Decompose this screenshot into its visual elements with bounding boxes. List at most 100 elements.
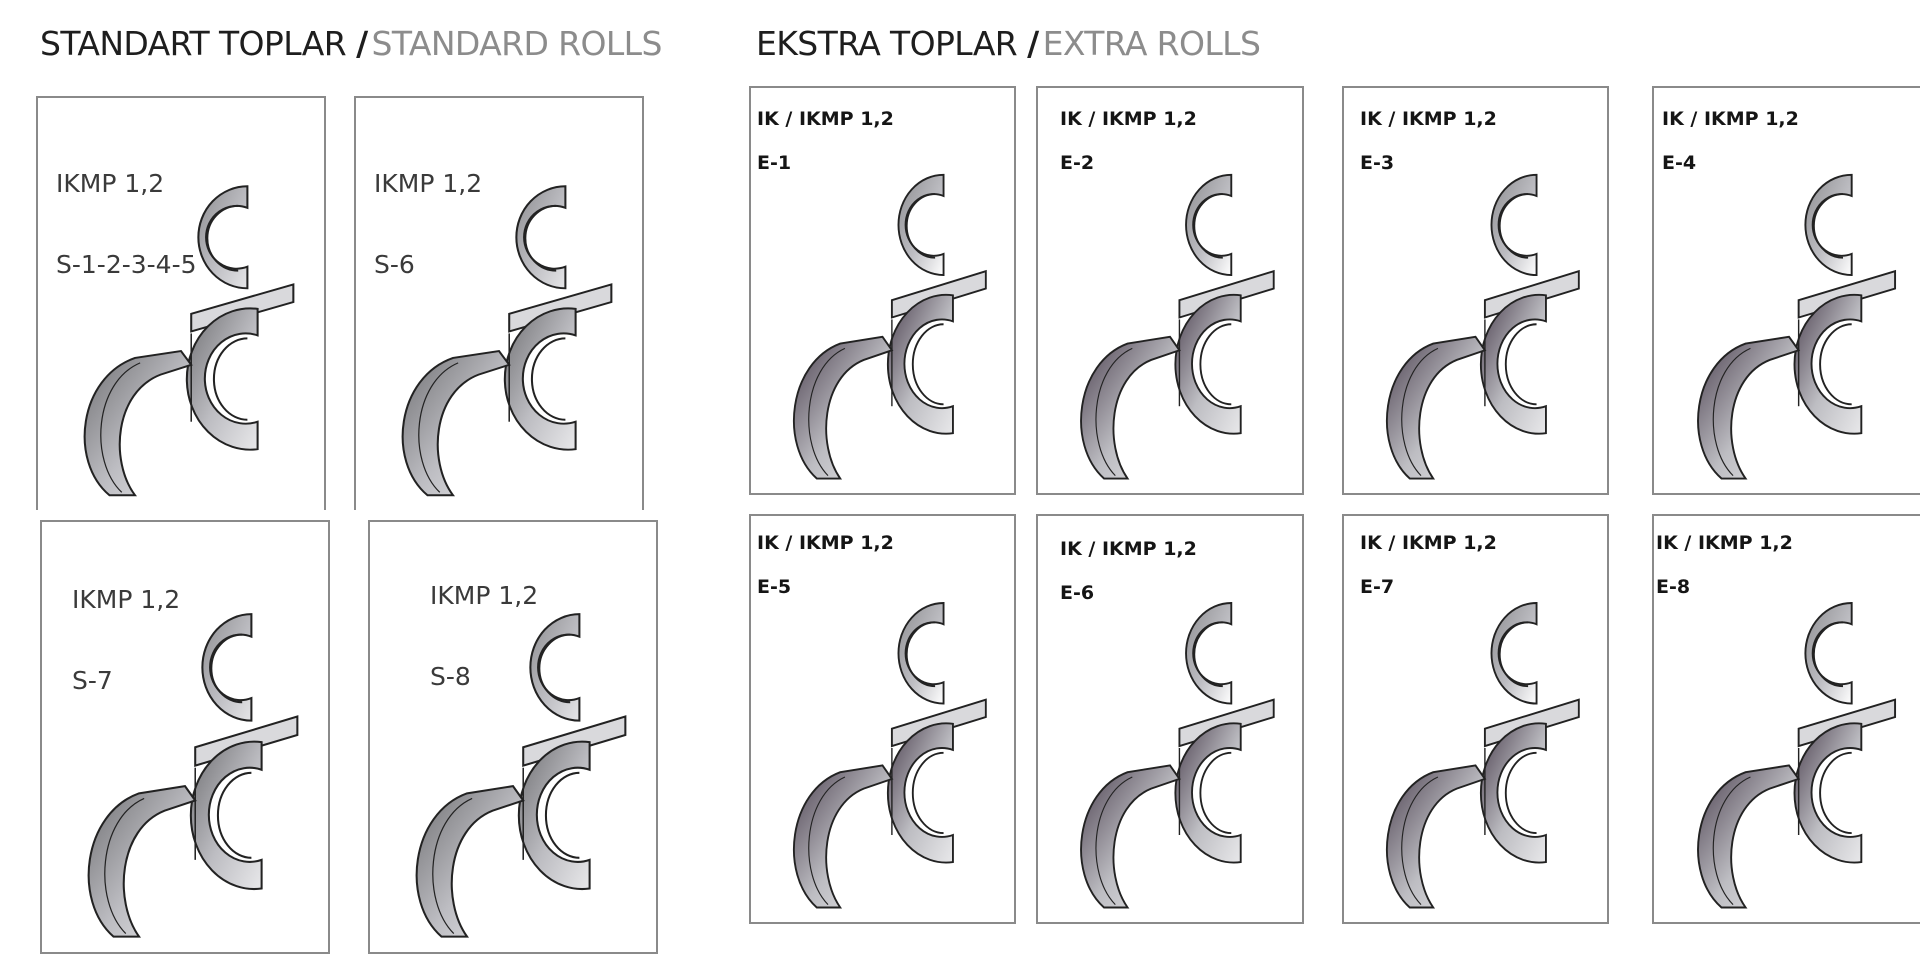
roll-model: IKMP 1,2 [430,581,539,610]
roll-part-drawing [1697,602,1897,909]
roll-code: E-4 [1662,152,1697,174]
extra-roll-label: IK / IKMP 1,2 E-8 [1656,532,1793,598]
top-roll-shape [1490,602,1538,705]
roll-model: IKMP 1,2 [56,169,165,198]
top-roll-shape [897,173,945,277]
roll-model: IK / IKMP 1,2 [757,532,894,554]
band-shape [1080,764,1181,909]
main-roll-shape [503,307,577,451]
roll-code: E-1 [757,152,792,174]
extra-roll-card: IK / IKMP 1,2 E-7 [1342,514,1609,924]
extra-heading-separator: / [1027,24,1039,63]
roll-code: E-2 [1060,152,1095,174]
band-shape [87,785,197,938]
top-roll-shape [1185,173,1233,277]
extra-roll-card: IK / IKMP 1,2 E-2 [1036,86,1304,495]
roll-part-drawing [1080,602,1275,909]
roll-part-drawing [83,185,295,497]
roll-part-drawing [793,173,987,480]
roll-code: S-7 [72,666,113,695]
main-roll-shape [1793,722,1863,864]
standard-roll-card: IKMP 1,2 S-1-2-3-4-5 [36,96,326,510]
roll-model: IK / IKMP 1,2 [1360,532,1497,554]
main-roll-shape [517,740,591,891]
band-shape [401,350,511,497]
roll-model: IK / IKMP 1,2 [1662,108,1799,130]
extra-roll-label: IK / IKMP 1,2 E-6 [1060,538,1197,604]
standard-roll-card: IKMP 1,2 S-6 [354,96,644,510]
extra-roll-card: IK / IKMP 1,2 E-4 [1652,86,1920,495]
standard-roll-card: IKMP 1,2 S-8 [368,520,658,954]
roll-model: IK / IKMP 1,2 [757,108,894,130]
roll-model: IK / IKMP 1,2 [1060,538,1197,560]
roll-model: IK / IKMP 1,2 [1360,108,1497,130]
roll-code: E-5 [757,576,792,598]
extra-roll-card: IK / IKMP 1,2 E-6 [1036,514,1304,924]
main-roll-shape [185,307,259,451]
main-roll-shape [886,293,954,435]
roll-part-drawing [1386,173,1580,480]
extra-roll-card: IK / IKMP 1,2 E-3 [1342,86,1609,495]
extra-roll-label: IK / IKMP 1,2 E-3 [1360,108,1497,174]
roll-model: IK / IKMP 1,2 [1656,532,1793,554]
top-roll-shape [1490,173,1538,277]
extra-rolls-heading: EKSTRA TOPLAR/EXTRA ROLLS [756,24,1261,63]
band-shape [1697,764,1801,909]
roll-part-drawing [401,185,613,497]
standard-heading-sub: STANDARD ROLLS [371,24,663,63]
roll-code: E-8 [1656,576,1691,598]
extra-roll-label: IK / IKMP 1,2 E-1 [757,108,894,174]
roll-code: E-6 [1060,582,1095,604]
roll-part-drawing [1080,173,1275,480]
main-roll-shape [1479,293,1547,435]
roll-code: E-3 [1360,152,1395,174]
extra-roll-card: IK / IKMP 1,2 E-1 [749,86,1016,495]
roll-code: S-8 [430,662,471,691]
roll-model: IKMP 1,2 [72,585,181,614]
extra-roll-label: IK / IKMP 1,2 E-2 [1060,108,1197,174]
top-roll-shape [1804,602,1853,705]
top-roll-shape [515,185,567,290]
top-roll-shape [197,185,249,290]
main-roll-shape [189,740,263,891]
standard-roll-label: IKMP 1,2 S-7 [72,532,180,748]
standard-heading-main: STANDART TOPLAR [40,24,347,63]
roll-model: IK / IKMP 1,2 [1060,108,1197,130]
standard-roll-label: IKMP 1,2 S-6 [374,116,482,332]
extra-roll-label: IK / IKMP 1,2 E-4 [1662,108,1799,174]
top-roll-shape [529,613,581,722]
roll-code: S-6 [374,250,415,279]
band-shape [83,350,193,497]
roll-part-drawing [1386,602,1580,909]
band-shape [793,764,894,909]
main-roll-shape [1793,293,1863,435]
top-roll-shape [201,613,253,722]
main-roll-shape [1174,293,1242,435]
roll-part-drawing [87,613,299,938]
extra-roll-label: IK / IKMP 1,2 E-5 [757,532,894,598]
roll-code: E-7 [1360,576,1395,598]
band-shape [1080,335,1181,480]
top-roll-shape [897,602,945,705]
main-roll-shape [886,722,954,864]
standard-roll-card: IKMP 1,2 S-7 [40,520,330,954]
extra-roll-card: IK / IKMP 1,2 E-8 [1652,514,1920,924]
extra-roll-card: IK / IKMP 1,2 E-5 [749,514,1016,924]
top-roll-shape [1804,173,1853,277]
band-shape [415,785,525,938]
standard-roll-label: IKMP 1,2 S-8 [430,528,538,744]
band-shape [793,335,894,480]
roll-part-drawing [793,602,987,909]
extra-roll-label: IK / IKMP 1,2 E-7 [1360,532,1497,598]
main-roll-shape [1174,722,1242,864]
roll-part-drawing [415,613,627,938]
extra-heading-sub: EXTRA ROLLS [1042,24,1261,63]
band-shape [1697,335,1801,480]
roll-code: S-1-2-3-4-5 [56,250,197,279]
band-shape [1386,764,1487,909]
band-shape [1386,335,1487,480]
extra-heading-main: EKSTRA TOPLAR [756,24,1018,63]
standard-roll-label: IKMP 1,2 S-1-2-3-4-5 [56,116,197,332]
standard-rolls-heading: STANDART TOPLAR/STANDARD ROLLS [40,24,662,63]
standard-heading-separator: / [356,24,368,63]
